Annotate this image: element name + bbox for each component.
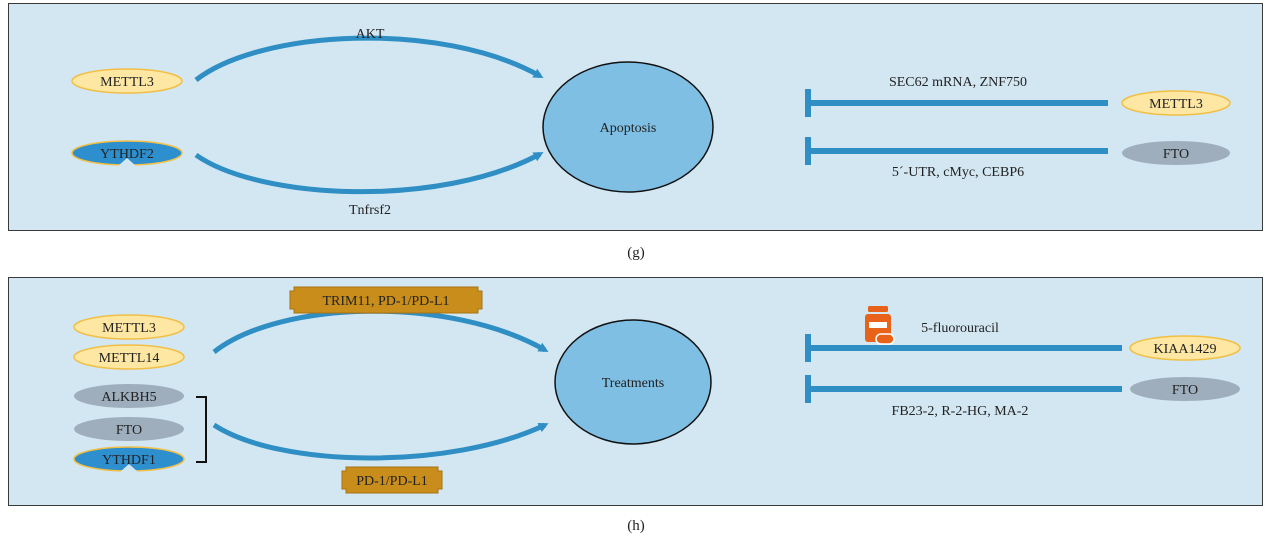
alkbh5-node-h-label: ALKBH5 bbox=[101, 390, 156, 405]
mettl3-node-g-right-label: METTL3 bbox=[1149, 97, 1203, 112]
tnfrsf2-label: Tnfrsf2 bbox=[349, 203, 391, 218]
inhibit-label-h-2: FB23-2, R-2-HG, MA-2 bbox=[892, 404, 1029, 419]
mettl14-node-h bbox=[73, 344, 185, 370]
mettl3-node-g-label: METTL3 bbox=[100, 75, 154, 90]
mettl3-node-g bbox=[71, 68, 183, 94]
fto-node-g-right bbox=[1122, 141, 1230, 165]
group-bracket bbox=[196, 396, 207, 463]
mettl3-node-g-right bbox=[1121, 90, 1231, 116]
drug-bottle-icon bbox=[865, 306, 895, 345]
caption-g: (g) bbox=[627, 245, 645, 261]
fto-node-g-right-label: FTO bbox=[1163, 147, 1189, 162]
akt-label: AKT bbox=[356, 27, 385, 42]
ythdf2-notch bbox=[118, 158, 136, 166]
fto-node-h bbox=[74, 417, 184, 441]
fto-node-h-right-label: FTO bbox=[1172, 383, 1198, 398]
fto-node-h-label: FTO bbox=[116, 423, 142, 438]
inhibit-label-g-2: 5´-UTR, cMyc, CEBP6 bbox=[892, 165, 1024, 180]
inhibit-label-h-1: 5-fluorouracil bbox=[921, 321, 999, 336]
treatments-ellipse bbox=[554, 319, 712, 445]
ythdf1-node-h-label: YTHDF1 bbox=[102, 453, 156, 468]
apoptosis-ellipse bbox=[542, 61, 714, 193]
akt-arrow bbox=[194, 35, 544, 82]
ythdf1-notch bbox=[120, 464, 138, 472]
pd1-tag-label: PD-1/PD-L1 bbox=[356, 474, 428, 489]
trim11-arrow bbox=[212, 308, 549, 354]
mettl3-node-h bbox=[73, 314, 185, 340]
tnfrsf2-arrow bbox=[194, 151, 544, 195]
inhibit-label-g-1: SEC62 mRNA, ZNF750 bbox=[889, 75, 1027, 90]
apoptosis-label: Apoptosis bbox=[600, 121, 657, 136]
alkbh5-node-h bbox=[74, 384, 184, 408]
pd1-tag bbox=[341, 466, 443, 494]
kiaa1429-node-h-right bbox=[1129, 335, 1241, 361]
trim11-tag bbox=[289, 286, 483, 314]
mettl3-node-h-label: METTL3 bbox=[102, 321, 156, 336]
pd1-arrow bbox=[212, 422, 549, 461]
treatments-label: Treatments bbox=[602, 376, 664, 391]
trim11-tag-label: TRIM11, PD-1/PD-L1 bbox=[322, 294, 449, 309]
ythdf2-node-g-label: YTHDF2 bbox=[100, 147, 154, 162]
caption-h: (h) bbox=[627, 518, 645, 534]
mettl14-node-h-label: METTL14 bbox=[99, 351, 160, 366]
kiaa1429-node-h-right-label: KIAA1429 bbox=[1154, 342, 1217, 357]
fto-node-h-right bbox=[1130, 377, 1240, 401]
